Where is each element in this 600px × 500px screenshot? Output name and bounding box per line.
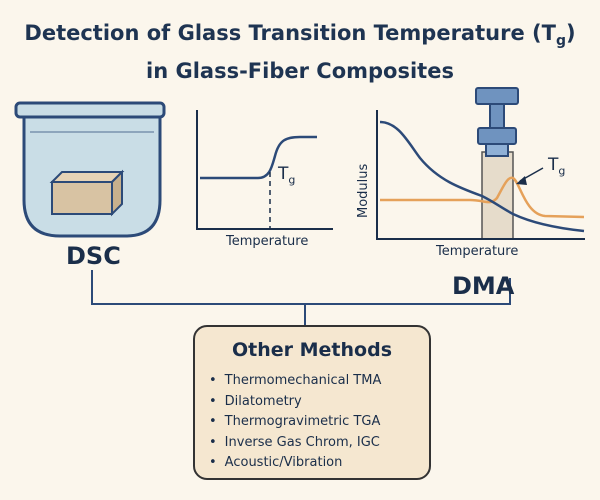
other-methods-title: Other Methods bbox=[232, 339, 392, 361]
other-methods-box: Other Methods Thermomechanical TMA Dilat… bbox=[193, 325, 431, 480]
dma-label: DMA bbox=[452, 272, 515, 300]
title-line-1: Detection of Glass Transition Temperatur… bbox=[0, 18, 600, 56]
dma-clamp-icon bbox=[475, 87, 519, 157]
title-prefix: Detection of Glass Transition Temperatur… bbox=[24, 21, 556, 45]
method-item-tma: Thermomechanical TMA bbox=[209, 371, 382, 392]
dsc-tg-sub: g bbox=[288, 173, 296, 187]
title-subscript: g bbox=[555, 33, 566, 50]
sample-block-icon bbox=[49, 169, 125, 217]
dsc-label: DSC bbox=[66, 242, 121, 270]
diagram-title: Detection of Glass Transition Temperatur… bbox=[0, 18, 600, 86]
dsc-x-axis-label: Temperature bbox=[226, 234, 309, 249]
title-line-2: in Glass-Fiber Composites bbox=[146, 59, 454, 84]
method-item-igc: Inverse Gas Chrom, IGC bbox=[209, 433, 381, 454]
dma-y-axis-label: Modulus bbox=[356, 163, 371, 218]
dma-modulus-curve bbox=[379, 120, 585, 233]
dma-graph bbox=[376, 110, 585, 240]
dma-tg-main: T bbox=[548, 155, 559, 175]
dma-tg-label: Tg bbox=[548, 155, 565, 177]
dsc-graph bbox=[196, 110, 333, 230]
method-item-dilatometry: Dilatometry bbox=[209, 392, 381, 413]
arrow-head-icon bbox=[516, 176, 527, 185]
dsc-heat-flow-curve bbox=[200, 135, 317, 180]
dsc-tg-label: Tg bbox=[278, 164, 295, 186]
dma-tan-delta-curve bbox=[380, 176, 585, 219]
connector-line bbox=[91, 270, 511, 305]
dsc-beaker-icon bbox=[14, 101, 166, 238]
dma-x-axis-label: Temperature bbox=[436, 244, 519, 259]
other-methods-list: Thermomechanical TMA Dilatometry Thermog… bbox=[209, 371, 382, 474]
method-item-acoustic: Acoustic/Vibration bbox=[209, 453, 381, 474]
method-item-tga: Thermogravimetric TGA bbox=[209, 412, 381, 433]
title-suffix: ) bbox=[565, 21, 576, 45]
dsc-tg-main: T bbox=[278, 164, 289, 184]
dma-tg-sub: g bbox=[558, 164, 566, 178]
